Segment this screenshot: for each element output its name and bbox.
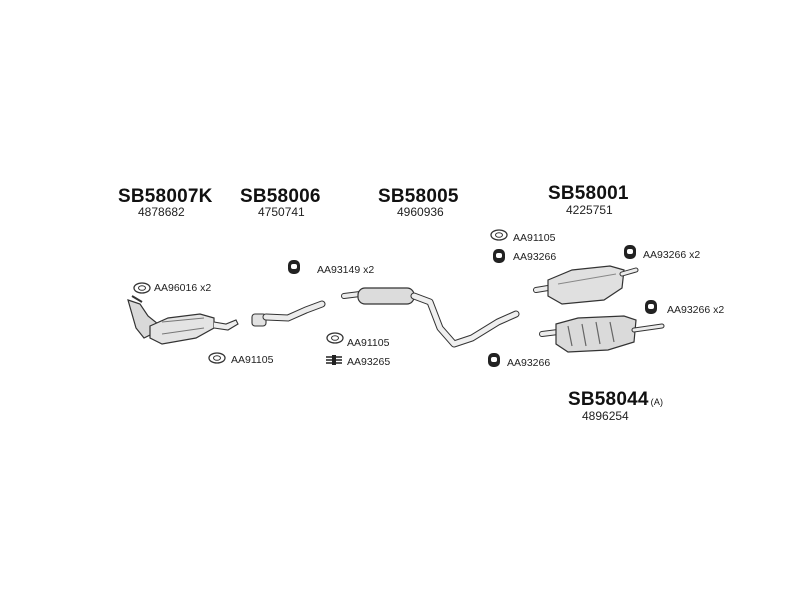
accessory-label-aa91105[interactable]: AA91105 (231, 354, 274, 366)
group-number-4225751: 4225751 (566, 203, 613, 217)
group-code-sb58006[interactable]: SB58006 (240, 186, 321, 207)
gasket-icon (133, 282, 151, 294)
group-code-sb58001[interactable]: SB58001 (548, 183, 629, 204)
group-code-text: SB58044 (568, 389, 649, 410)
accessory-label-aa93266-x2[interactable]: AA93266 x2 (667, 304, 725, 316)
group-code-sb58044[interactable]: SB58044(A) (568, 389, 663, 411)
group-number-4750741: 4750741 (258, 205, 305, 219)
catalytic-converter-part[interactable] (122, 294, 242, 354)
rubber-mount-icon (624, 245, 636, 259)
gasket-icon (490, 229, 508, 241)
rubber-mount-icon (493, 249, 505, 263)
rubber-mount-icon (645, 300, 657, 314)
group-suffix: (A) (650, 397, 664, 407)
accessory-label-aa93266[interactable]: AA93266 (507, 357, 551, 369)
rubber-mount-icon (488, 353, 500, 367)
rubber-mount-icon (288, 260, 300, 274)
accessory-label-aa91105[interactable]: AA91105 (347, 337, 390, 349)
group-number-4896254: 4896254 (582, 409, 629, 423)
group-code-sb58005[interactable]: SB58005 (378, 186, 459, 207)
accessory-label-aa96016[interactable]: AA96016 x2 (154, 282, 212, 294)
accessory-label-aa91105[interactable]: AA91105 (513, 232, 556, 244)
front-pipe-part[interactable] (248, 300, 328, 336)
clamp-icon (326, 355, 342, 365)
group-code-sb58007k[interactable]: SB58007K (118, 186, 213, 207)
gasket-icon (208, 352, 226, 364)
accessory-label-aa93149[interactable]: AA93149 x2 (317, 264, 375, 276)
group-number-4878682: 4878682 (138, 205, 185, 219)
accessory-label-aa93266[interactable]: AA93266 (513, 251, 557, 263)
rear-silencer-alt-part[interactable] (538, 312, 668, 356)
rear-silencer-part[interactable] (532, 260, 642, 310)
gasket-icon (326, 332, 344, 344)
accessory-label-aa93266-x2[interactable]: AA93266 x2 (643, 249, 701, 261)
group-number-4960936: 4960936 (397, 205, 444, 219)
accessory-label-aa93265[interactable]: AA93265 (347, 356, 391, 368)
middle-silencer-part[interactable] (338, 280, 528, 360)
